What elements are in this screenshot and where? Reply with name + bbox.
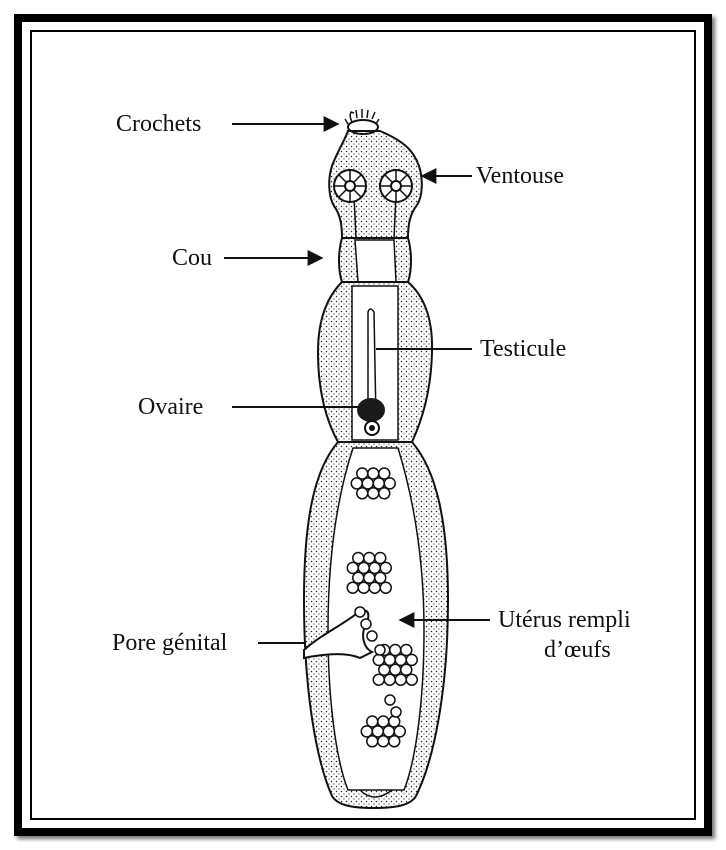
label-ovaire: Ovaire [138,393,203,421]
egg [395,654,406,665]
egg [378,716,389,727]
egg [368,488,379,499]
egg [358,582,369,593]
label-ventouse: Ventouse [476,162,564,190]
egg [395,674,406,685]
egg [406,654,417,665]
egg [375,553,386,564]
mature-proglottid [318,282,432,442]
egg [390,664,401,675]
egg [361,726,372,737]
egg [379,664,390,675]
egg [378,736,389,747]
egg [367,631,377,641]
egg [379,488,390,499]
egg [361,619,371,629]
label-uterus-line2: d’œufs [544,636,611,664]
egg [390,645,401,656]
egg [401,645,412,656]
ovary-blob [357,398,385,422]
egg [362,478,373,489]
label-cou: Cou [172,244,212,272]
egg [380,562,391,573]
egg [375,645,385,655]
egg [367,716,378,727]
egg [358,562,369,573]
label-testicule: Testicule [480,335,566,363]
egg [385,695,395,705]
sucker-right [380,170,412,202]
egg [353,572,364,583]
egg [347,562,358,573]
egg [351,478,362,489]
egg [347,582,358,593]
egg [369,562,380,573]
egg [406,674,417,685]
egg [367,736,378,747]
egg [373,654,384,665]
egg [364,553,375,564]
egg [373,478,384,489]
scolex [329,109,422,238]
label-pore-genital: Pore génital [112,629,227,657]
egg [384,674,395,685]
egg [357,468,368,479]
egg [391,707,401,717]
neck-segment [339,238,411,282]
egg [355,607,365,617]
egg [394,726,405,737]
sucker-left [334,170,366,202]
label-uterus-line1: Utérus rempli [498,606,631,634]
egg [375,572,386,583]
egg [379,468,390,479]
egg [384,478,395,489]
egg [373,674,384,685]
label-crochets: Crochets [116,110,201,138]
egg [357,488,368,499]
egg [389,716,400,727]
egg [368,468,379,479]
egg [401,664,412,675]
egg [389,736,400,747]
egg [364,572,375,583]
egg [384,654,395,665]
egg [380,582,391,593]
egg [372,726,383,737]
egg [383,726,394,737]
egg [353,553,364,564]
egg [369,582,380,593]
